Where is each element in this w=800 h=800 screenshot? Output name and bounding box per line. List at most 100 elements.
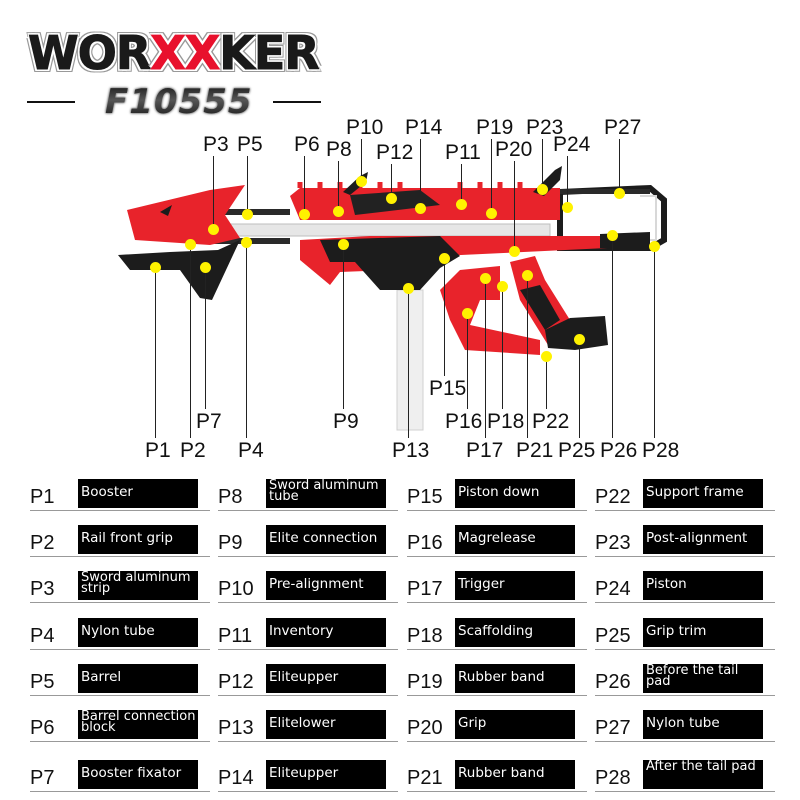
leader-line-P23	[542, 139, 543, 189]
part-code: P6	[30, 717, 55, 739]
part-code: P2	[30, 532, 55, 554]
row-underline	[407, 649, 587, 650]
leader-line-P24	[567, 156, 568, 207]
part-code: P10	[218, 578, 254, 600]
part-code: P23	[595, 532, 631, 554]
part-code: P11	[218, 625, 253, 647]
marker-P25	[574, 334, 585, 345]
callout-label-P26: P26	[600, 439, 638, 462]
part-name: Eliteupper	[266, 664, 386, 693]
part-code: P21	[407, 767, 443, 789]
part-code: P8	[218, 486, 243, 508]
part-name: Rail front grip	[78, 525, 198, 554]
marker-P21	[522, 270, 533, 281]
part-name: Nylon tube	[643, 710, 763, 739]
part-code: P20	[407, 717, 443, 739]
part-code: P26	[595, 671, 631, 693]
row-underline	[218, 741, 398, 742]
marker-P11	[456, 199, 467, 210]
marker-P15	[439, 253, 450, 264]
blaster-exploded-diagram: P3 P5 P6 P8 P10 P12 P14 P11 P19 P20 P23 …	[118, 116, 679, 462]
part-name: Sword aluminum tube	[266, 479, 386, 508]
worker-logo: WORXXKER	[27, 26, 320, 80]
part-code: P7	[30, 767, 55, 789]
leader-line-P11	[461, 164, 462, 204]
marker-P18	[497, 281, 508, 292]
part-name: Rubber band	[455, 664, 575, 693]
part-code: P12	[218, 671, 254, 693]
legend-row-P20: P20 Grip	[407, 707, 587, 742]
callout-label-P10: P10	[346, 116, 384, 139]
part-name: Sword aluminum strip	[78, 571, 198, 600]
leader-line-P13	[408, 288, 409, 438]
part-name: Grip	[455, 710, 575, 739]
marker-P19	[486, 208, 497, 219]
row-underline	[218, 602, 398, 603]
row-underline	[30, 510, 210, 511]
legend-row-P8: P8 Sword aluminum tube	[218, 476, 398, 511]
row-underline	[30, 791, 210, 792]
part-code: P24	[595, 578, 631, 600]
leader-line-P20	[514, 161, 515, 251]
row-underline	[595, 791, 775, 792]
leader-line-P8	[338, 161, 339, 211]
callout-label-P19: P19	[476, 116, 514, 139]
marker-P23	[537, 184, 548, 195]
leader-line-P1	[155, 267, 156, 438]
part-name: After the tail pad	[643, 760, 763, 789]
callout-label-P27: P27	[604, 116, 642, 139]
row-underline	[595, 741, 775, 742]
logo-text-right: KER	[219, 26, 320, 80]
leader-line-P27	[619, 139, 620, 193]
marker-P2	[185, 239, 196, 250]
logo-text-left: WOR	[27, 26, 151, 80]
marker-P24	[562, 202, 573, 213]
leader-line-P9	[343, 244, 344, 409]
row-underline	[30, 695, 210, 696]
callout-label-P5: P5	[237, 133, 263, 156]
marker-P7	[200, 262, 211, 273]
part-code: P4	[30, 625, 55, 647]
part-name: Scaffolding	[455, 618, 575, 647]
leader-line-P12	[391, 164, 392, 198]
row-underline	[595, 602, 775, 603]
row-underline	[218, 510, 398, 511]
callout-label-P17: P17	[466, 439, 504, 462]
callout-label-P15: P15	[429, 377, 467, 400]
row-underline	[407, 791, 587, 792]
marker-P20	[509, 246, 520, 257]
part-code: P25	[595, 625, 631, 647]
part-code: P16	[407, 532, 443, 554]
leader-line-P15	[444, 258, 445, 376]
part-code: P28	[595, 767, 631, 789]
part-name: Inventory	[266, 618, 386, 647]
row-underline	[407, 695, 587, 696]
model-number: F10555	[105, 82, 253, 122]
callout-label-P8: P8	[326, 138, 352, 161]
callout-label-P13: P13	[392, 439, 430, 462]
leader-line-P6	[304, 156, 305, 214]
brand-header: WORXXKER F10555	[20, 20, 330, 123]
marker-P9	[338, 239, 349, 250]
leader-line-P5	[247, 156, 248, 214]
part-name: Trigger	[455, 571, 575, 600]
marker-P12	[386, 193, 397, 204]
marker-P14	[415, 203, 426, 214]
row-underline	[595, 556, 775, 557]
legend-row-P2: P2 Rail front grip	[30, 522, 210, 557]
marker-P6	[299, 209, 310, 220]
